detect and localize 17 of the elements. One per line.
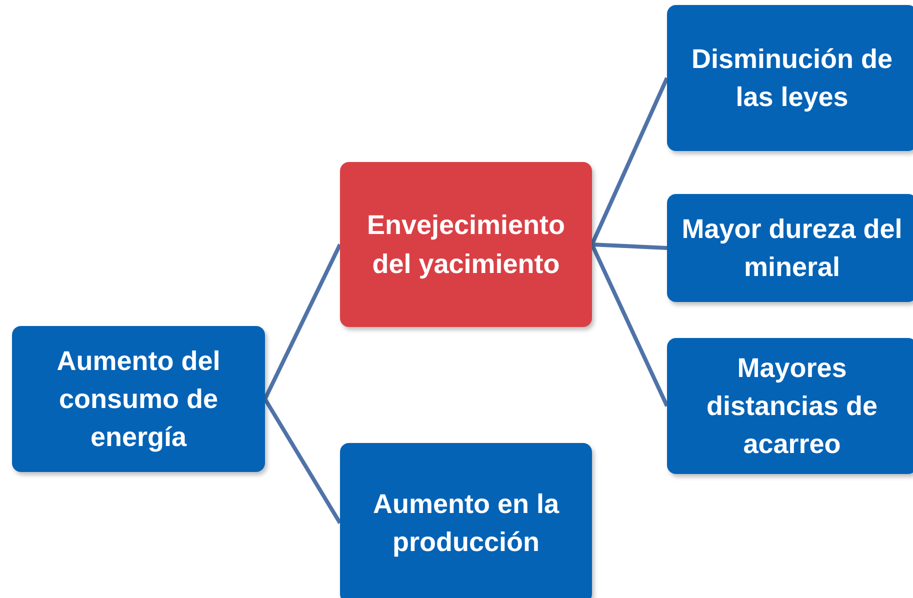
- connector-line: [590, 244, 669, 407]
- box-label: Disminución de las leyes: [690, 42, 894, 114]
- box-label: Mayor dureza del mineral: [680, 212, 904, 284]
- connector-line: [263, 398, 342, 524]
- box-label: Mayores distancias de acarreo: [705, 352, 879, 462]
- process-box: [667, 194, 913, 302]
- process-box: [667, 5, 913, 151]
- process-box: [340, 443, 592, 598]
- connector-line: [590, 77, 669, 246]
- process-box: [12, 326, 265, 472]
- box-label: Aumento en la producción: [372, 488, 560, 559]
- process-box: [667, 338, 913, 474]
- box-label: Envejecimiento del yacimiento: [366, 209, 566, 281]
- connector-line: [263, 244, 342, 400]
- process-box: [340, 162, 592, 327]
- connector-line: [592, 242, 668, 250]
- box-label: Aumento del consumo de energía: [56, 344, 222, 454]
